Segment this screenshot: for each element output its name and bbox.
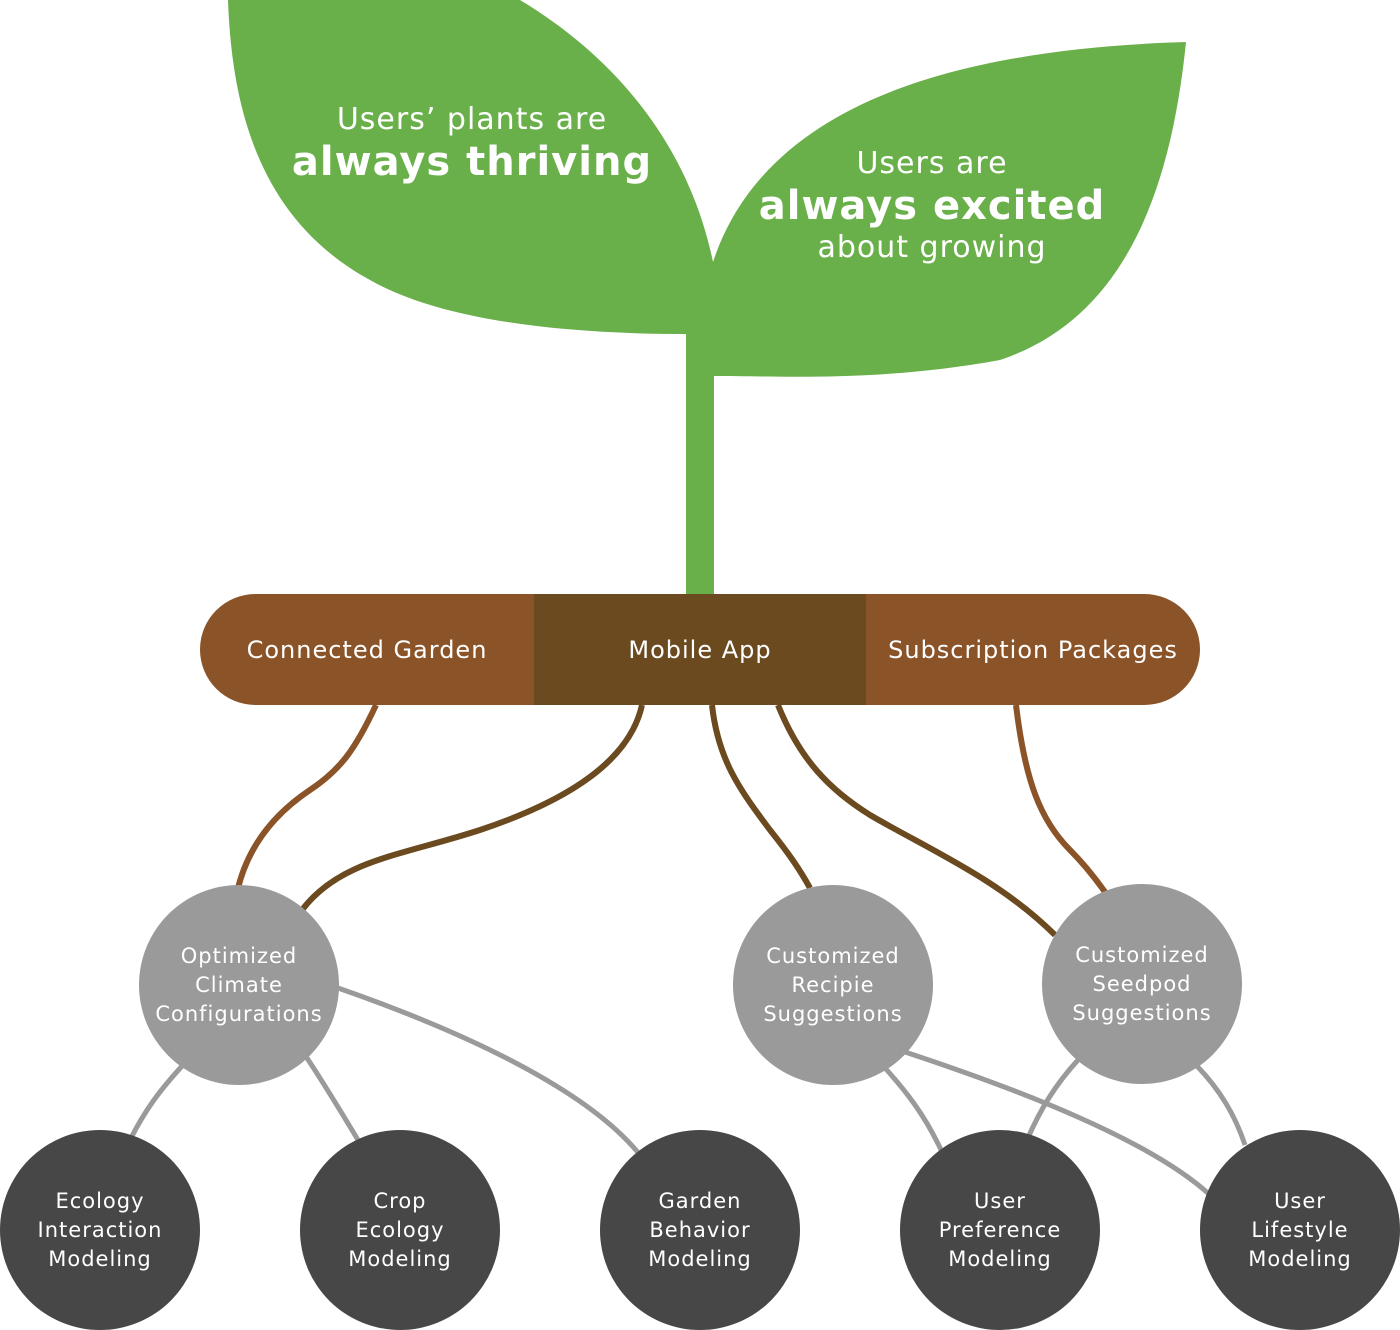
right-leaf [713,42,1186,377]
right-leaf-line3: about growing [817,230,1047,265]
link-recipe-preference [883,1066,945,1154]
connected-garden-segment: Connected Garden [200,594,534,705]
plant-stem [686,330,714,596]
right-leaf-text: Users are always excited about growing [732,146,1132,266]
link-recipe-lifestyle [904,1049,1212,1197]
node-crop-ecology: Crop Ecology Modeling [300,1130,500,1330]
left-leaf [228,0,713,334]
right-leaf-line2: always excited [758,183,1106,229]
left-leaf-line2: always thriving [291,139,653,185]
right-leaf-line1: Users are [856,146,1008,181]
mobile-app-segment: Mobile App [534,594,866,705]
root-app-seedpod [775,703,1058,938]
link-climate-ecology [127,1063,185,1142]
node-user-preference: User Preference Modeling [900,1130,1100,1330]
link-climate-garden [337,985,642,1157]
root-subs-seedpod [1013,704,1108,894]
node-user-lifestyle: User Lifestyle Modeling [1200,1130,1400,1330]
link-climate-crop [302,1053,361,1142]
root-app-recipe [709,704,813,890]
node-optimized-climate: Optimized Climate Configurations [139,885,339,1085]
root-app-climate [299,704,645,912]
node-customized-recipe: Customized Recipie Suggestions [733,885,933,1085]
node-garden-behavior: Garden Behavior Modeling [600,1130,800,1330]
left-leaf-line1: Users’ plants are [336,102,608,137]
link-seedpod-lifestyle [1195,1064,1248,1146]
node-customized-seedpod: Customized Seedpod Suggestions [1042,884,1242,1084]
node-ecology-interaction: Ecology Interaction Modeling [0,1130,200,1330]
link-seedpod-preference [1024,1058,1080,1141]
left-leaf-text: Users’ plants are always thriving [272,102,672,186]
root-garden-climate [235,703,379,889]
subscription-packages-segment: Subscription Packages [866,594,1200,705]
